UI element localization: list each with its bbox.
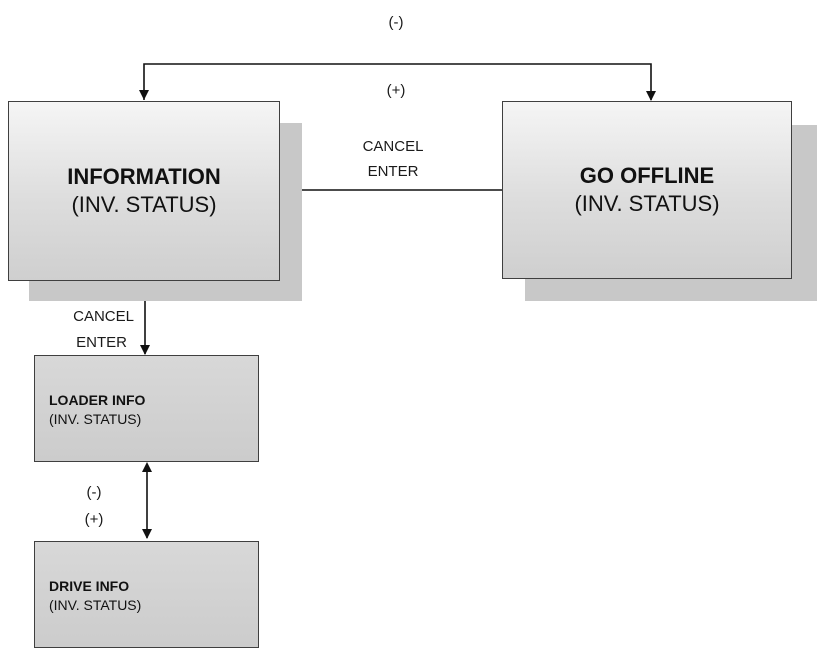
information-title: INFORMATION (67, 164, 221, 189)
top-loop-arrow-left (139, 90, 149, 100)
loader-info-title: LOADER INFO (49, 391, 146, 408)
info-loader-label-enter: ENTER (76, 334, 127, 351)
loader-drive-label-minus: (-) (86, 484, 102, 501)
offline-info-label-enter: ENTER (367, 163, 419, 180)
loader-info-node[interactable]: LOADER INFO (INV. STATUS) (34, 355, 259, 462)
go-offline-node[interactable]: GO OFFLINE (INV. STATUS) (502, 101, 792, 279)
loader-drive-arrow-up (142, 462, 152, 472)
top-loop-connector (143, 63, 656, 101)
loader-drive-label-plus: (+) (84, 511, 104, 528)
drive-info-node[interactable]: DRIVE INFO (INV. STATUS) (34, 541, 259, 648)
information-subtitle: (INV. STATUS) (71, 192, 217, 217)
go-offline-subtitle: (INV. STATUS) (574, 191, 720, 216)
top-loop-label-minus: (-) (388, 14, 404, 31)
go-offline-title: GO OFFLINE (579, 163, 715, 188)
loader-info-subtitle: (INV. STATUS) (49, 410, 142, 427)
top-loop-label-plus: (+) (386, 82, 406, 99)
drive-info-subtitle: (INV. STATUS) (49, 596, 142, 613)
drive-info-title: DRIVE INFO (49, 577, 130, 594)
info-loader-label-cancel: CANCEL (73, 308, 134, 325)
information-node[interactable]: INFORMATION (INV. STATUS) (8, 101, 280, 281)
offline-info-label-cancel: CANCEL (362, 138, 424, 155)
